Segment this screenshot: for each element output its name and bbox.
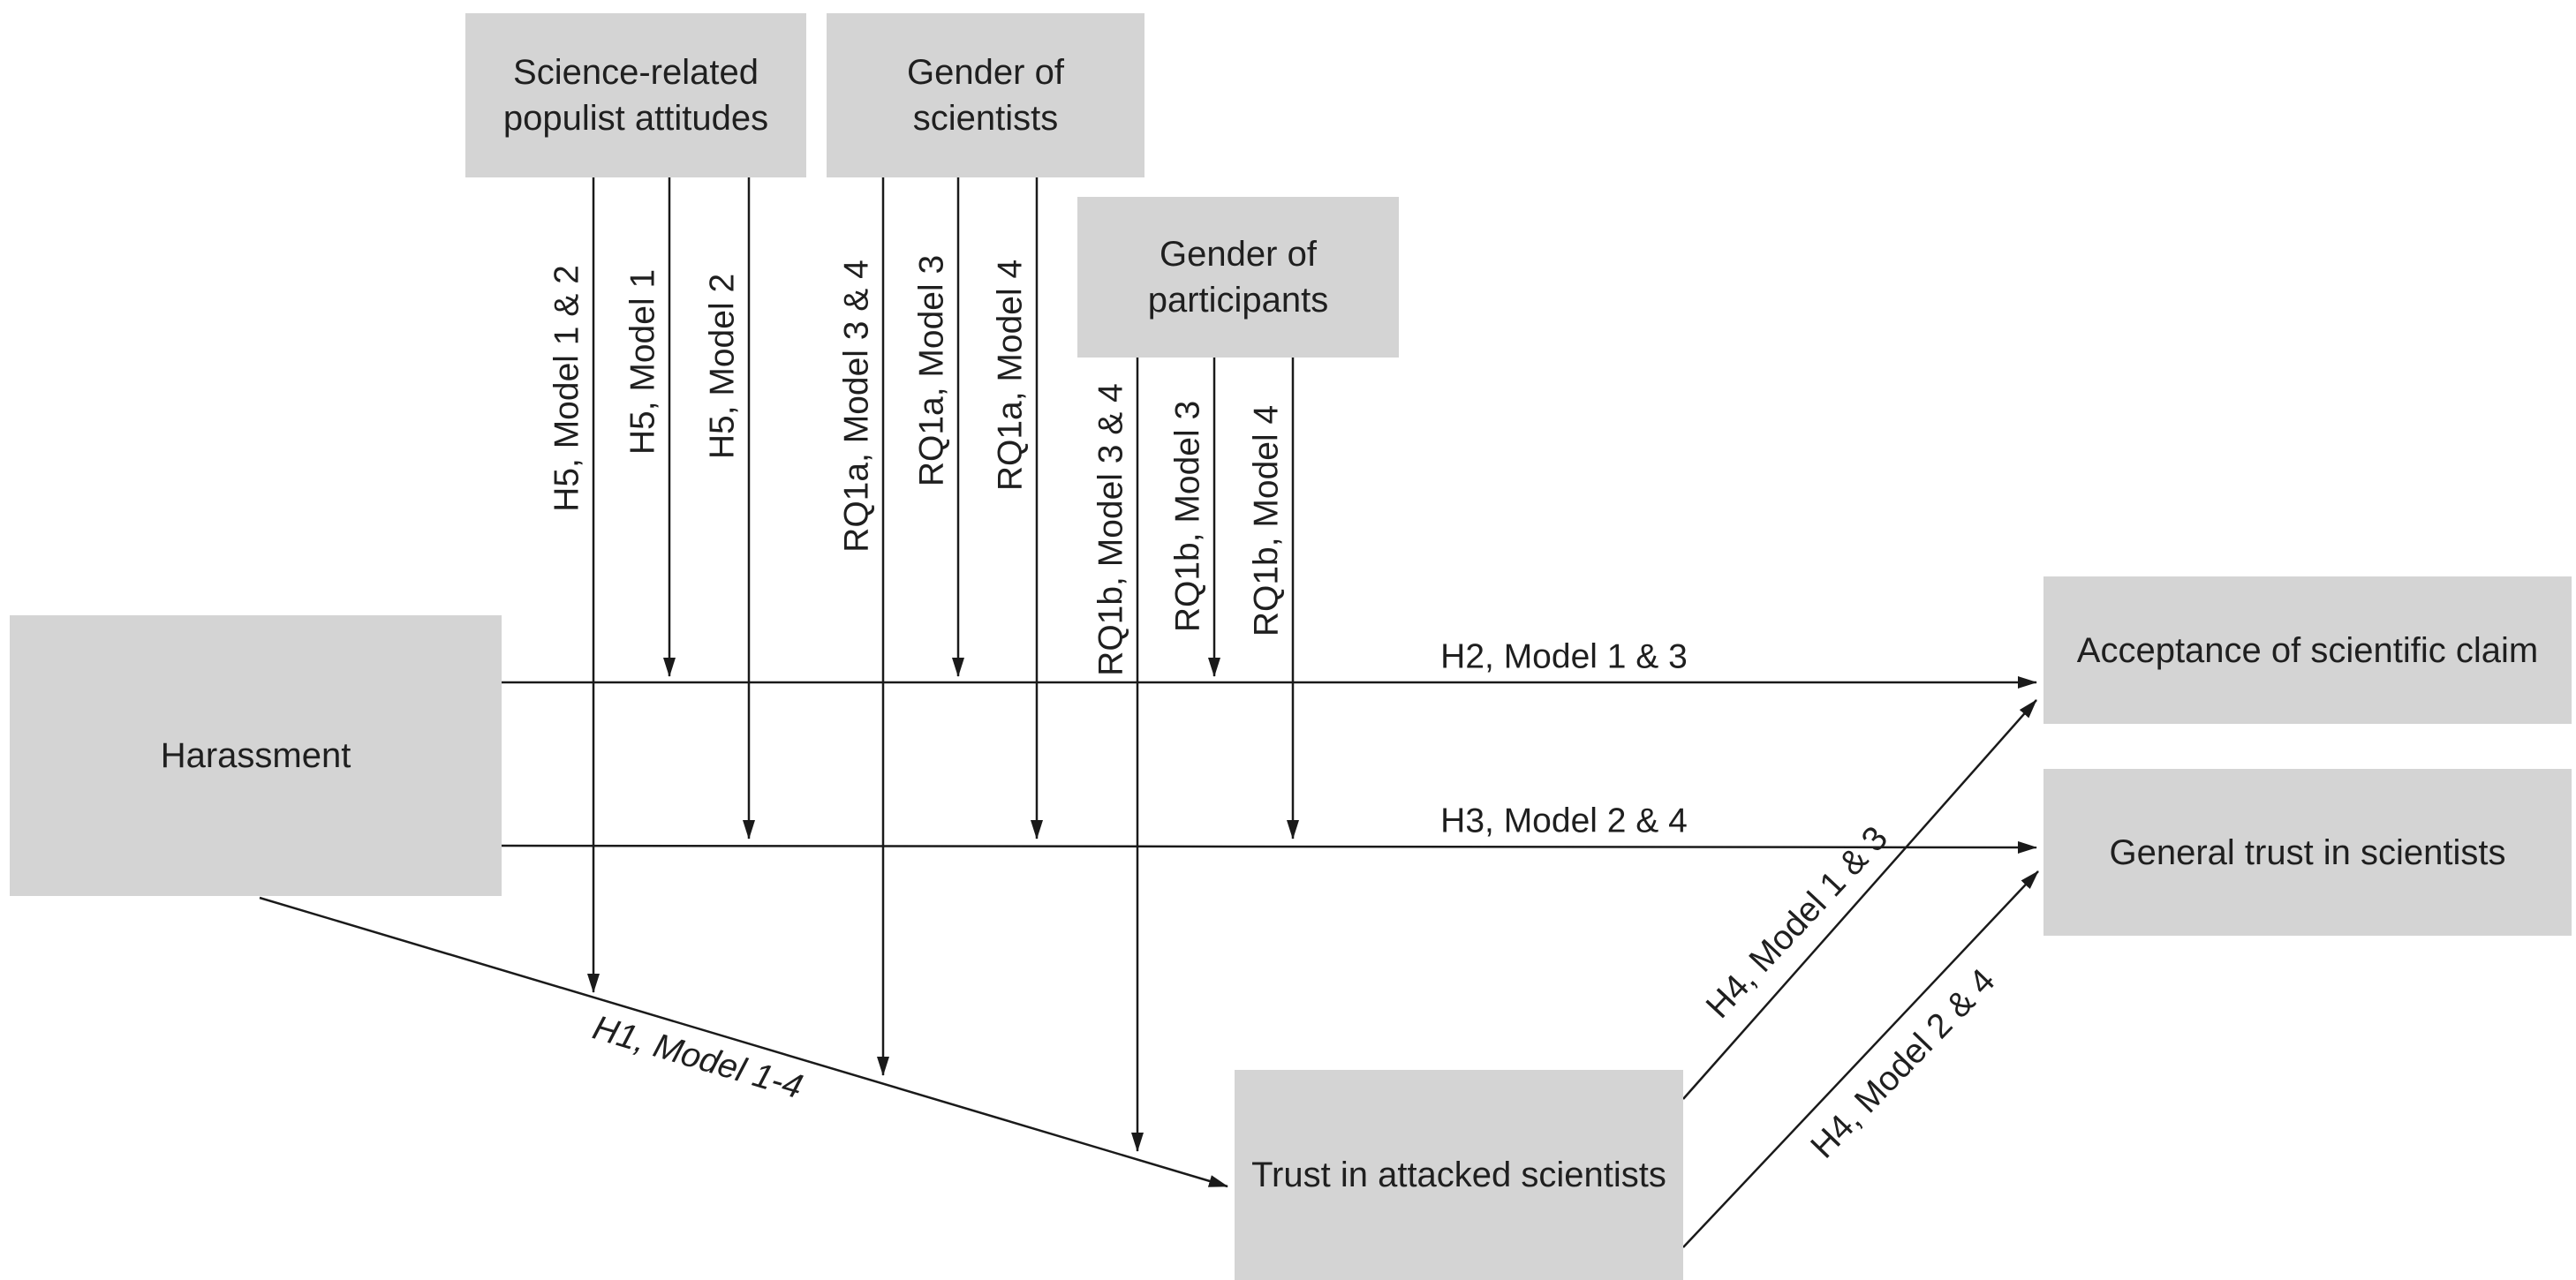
edge-label-h5-model-1-2: H5, Model 1 & 2 — [548, 265, 586, 512]
arrow-h4-model-2-4 — [1682, 870, 2039, 1248]
node-populist-attitudes: Science-related populist attitudes — [465, 13, 806, 177]
arrow-h4-model-1-3 — [1682, 699, 2037, 1100]
node-gender-of-scientists: Gender of scientists — [827, 13, 1144, 177]
edge-label-rq1a-model-3: RQ1a, Model 3 — [912, 254, 951, 487]
edge-label-rq1a-model-3-4: RQ1a, Model 3 & 4 — [837, 260, 876, 553]
node-harassment: Harassment — [10, 615, 502, 896]
arrow-h3 — [501, 840, 2037, 854]
edge-label-rq1b-model-3-4: RQ1b, Model 3 & 4 — [1092, 383, 1130, 676]
node-general-trust: General trust in scientists — [2043, 769, 2572, 936]
edge-label-h2-model-1-3: H2, Model 1 & 3 — [1440, 637, 1688, 676]
edge-label-h5-model-1: H5, Model 1 — [623, 268, 662, 456]
edge-label-rq1b-model-3: RQ1b, Model 3 — [1168, 400, 1207, 633]
edge-label-rq1a-model-4: RQ1a, Model 4 — [991, 259, 1030, 492]
node-gender-of-participants: Gender of participants — [1077, 197, 1399, 358]
edge-label-rq1b-model-4: RQ1b, Model 4 — [1247, 404, 1286, 637]
node-trust-attacked-scientists: Trust in attacked scientists — [1235, 1070, 1683, 1280]
node-acceptance-of-claim: Acceptance of scientific claim — [2043, 576, 2572, 724]
edge-label-h3-model-2-4: H3, Model 2 & 4 — [1440, 802, 1688, 840]
edge-label-h5-model-2: H5, Model 2 — [703, 273, 742, 460]
arrow-h1 — [259, 896, 1228, 1188]
